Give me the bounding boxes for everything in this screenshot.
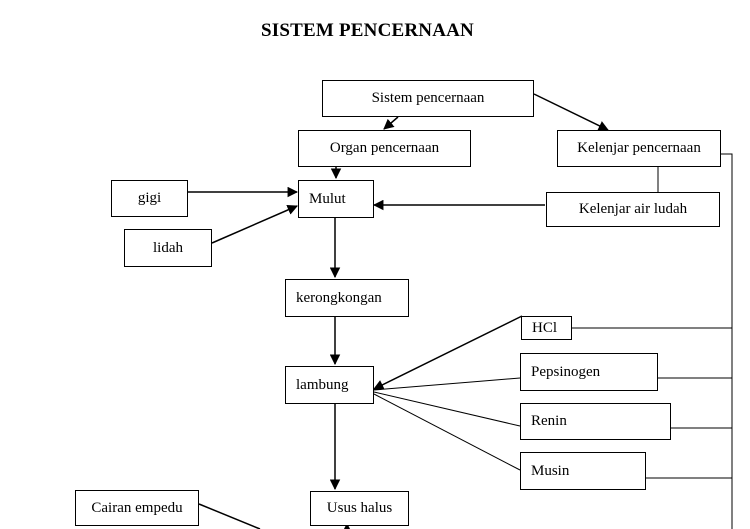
node-kerongkongan: kerongkongan [285, 279, 409, 317]
node-hcl: HCl [521, 316, 572, 340]
node-renin: Renin [520, 403, 671, 440]
node-lambung: lambung [285, 366, 374, 404]
node-kelenjar-pencernaan: Kelenjar pencernaan [557, 130, 721, 167]
arrow-lidah-to-mulut [211, 204, 298, 244]
arrow-hcl-to-lambung [373, 315, 523, 390]
node-usus-halus: Usus halus [310, 491, 409, 526]
arrow-sistem-to-organ [383, 116, 399, 130]
node-cairan-empedu: Cairan empedu [75, 490, 199, 526]
node-kelenjar-air-ludah: Kelenjar air ludah [546, 192, 720, 227]
node-sistem-pencernaan: Sistem pencernaan [322, 80, 534, 117]
arrow-sistem-to-kelenjar [533, 93, 609, 131]
line-renin-to-lambung [373, 391, 521, 427]
page-title: SISTEM PENCERNAAN [261, 20, 474, 41]
node-organ-pencernaan: Organ pencernaan [298, 130, 471, 167]
line-empedu-to-usus [198, 503, 261, 529]
line-pepsinogen-to-lambung [373, 377, 521, 391]
node-pepsinogen: Pepsinogen [520, 353, 658, 391]
bracket-kelenjar-right [720, 153, 733, 529]
node-gigi: gigi [111, 180, 188, 217]
node-musin: Musin [520, 452, 646, 490]
node-mulut: Mulut [298, 180, 374, 218]
line-musin-to-lambung [373, 393, 521, 471]
node-lidah: lidah [124, 229, 212, 267]
